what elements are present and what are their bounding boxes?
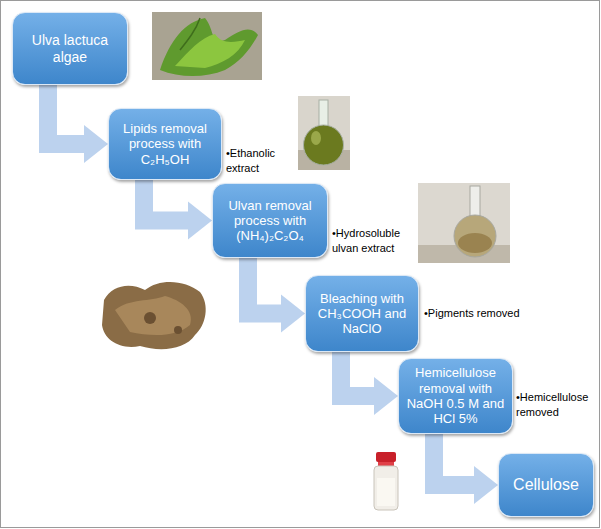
- result-note: •Pigments removed: [424, 307, 520, 319]
- result-note-box: •Pigments removed: [424, 306, 528, 321]
- algae-photo: [152, 12, 262, 80]
- arrow-head: [374, 377, 398, 415]
- result-note-box: •Hydrosoluble ulvan extract: [332, 226, 414, 256]
- arrow-shaft: [434, 434, 475, 485]
- flask-photo: [418, 183, 510, 263]
- step-text: Lipids removal process with C₂H₅OH: [116, 121, 214, 167]
- flask-body: [454, 215, 496, 257]
- process-box: Lipids removal process with C₂H₅OH: [108, 108, 222, 180]
- step-text: Ulvan removal process with (NH₄)₂C₂O₄: [220, 198, 320, 244]
- highlight: [311, 131, 321, 145]
- algae-leaf: [160, 18, 258, 76]
- flow-arrow: [434, 434, 498, 504]
- process-box: Cellulose: [498, 453, 594, 517]
- powder-photo: [102, 282, 206, 349]
- step-text: Hemicellulose removal with NaOH 0.5 M an…: [406, 365, 505, 426]
- photo-ground: [152, 12, 262, 80]
- jar-cap: [376, 452, 396, 462]
- flow-arrow: [48, 85, 108, 163]
- powder: [115, 296, 191, 335]
- result-note-box: •Ethanolic extract: [226, 146, 292, 176]
- result-note-box: •Hemicellulose removed: [516, 390, 596, 420]
- arrow-shaft: [248, 258, 282, 314]
- jar-ring: [378, 462, 394, 466]
- step-text: Cellulose: [513, 476, 579, 495]
- flow-arrow: [144, 180, 212, 240]
- grain: [144, 312, 156, 324]
- arrow-head: [474, 466, 498, 504]
- arrow-shaft: [341, 352, 375, 396]
- grain: [174, 326, 182, 334]
- process-box: Ulvan removal process with (NH₄)₂C₂O₄: [212, 183, 328, 258]
- arrow-shaft: [48, 85, 85, 144]
- process-box: Bleaching with CH₃COOH and NaClO: [305, 275, 419, 352]
- result-note: •Hemicellulose removed: [516, 391, 588, 418]
- photo-ground: [418, 183, 510, 263]
- arrow-head: [84, 125, 108, 163]
- process-box: Hemicellulose removal with NaOH 0.5 M an…: [398, 358, 513, 434]
- flask-body: [304, 125, 344, 165]
- flask-photo: [298, 96, 350, 170]
- result-note: •Ethanolic extract: [226, 147, 275, 174]
- flow-arrow: [341, 352, 398, 415]
- jar-photo: [374, 452, 398, 510]
- process-box: Ulva lactuca algae: [12, 12, 128, 85]
- arrow-shaft: [144, 180, 189, 221]
- cellulose-sample: [377, 478, 395, 506]
- algae-vein: [180, 18, 200, 50]
- powder: [102, 282, 206, 349]
- algae-leaf: [175, 34, 245, 68]
- photo-ground: [298, 96, 350, 170]
- arrow-head: [188, 202, 212, 240]
- arrow-head: [281, 295, 305, 333]
- jar-body: [374, 466, 398, 510]
- step-text: Ulva lactuca algae: [20, 32, 120, 65]
- step-text: Bleaching with CH₃COOH and NaClO: [313, 291, 411, 337]
- result-note: •Hydrosoluble ulvan extract: [332, 227, 400, 254]
- extract: [458, 233, 492, 253]
- flow-arrow: [248, 258, 305, 333]
